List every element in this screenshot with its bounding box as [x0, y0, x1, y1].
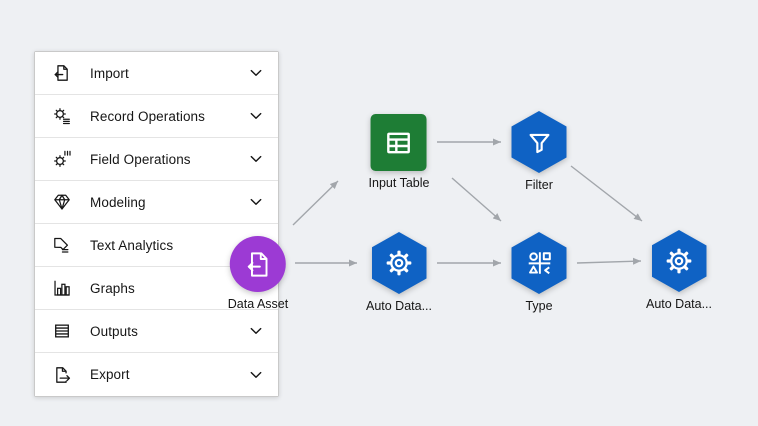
gem-icon: [53, 193, 71, 211]
filter-node-icon: [524, 127, 554, 157]
node-filter[interactable]: Filter: [511, 111, 567, 192]
palette-item-label: Field Operations: [90, 151, 191, 167]
node-data-asset[interactable]: Data Asset: [228, 236, 288, 311]
document-export-icon: [53, 366, 71, 384]
palette-item-import[interactable]: Import: [35, 52, 278, 95]
palette-item-record-operations[interactable]: Record Operations: [35, 95, 278, 138]
node-label: Auto Data...: [365, 299, 433, 313]
node-type[interactable]: Type: [511, 232, 567, 313]
edge-data-asset-to-input-table: [292, 180, 339, 226]
node-label: Type: [525, 299, 553, 313]
chevron-down-icon[interactable]: [250, 327, 262, 335]
palette-item-outputs[interactable]: Outputs: [35, 310, 278, 353]
node-label: Data Asset: [227, 297, 289, 311]
palette-item-label: Record Operations: [90, 108, 206, 124]
edge-filter-to-auto-data-prep-2: [570, 165, 643, 222]
type-node-icon: [524, 248, 554, 278]
gear-record-icon: [53, 107, 71, 125]
chevron-down-icon[interactable]: [250, 69, 262, 77]
chevron-down-icon[interactable]: [250, 155, 262, 163]
palette-item-label: Import: [90, 65, 129, 81]
table-node-icon: [383, 127, 415, 159]
palette-item-modeling[interactable]: Modeling: [35, 181, 278, 224]
node-auto-data-prep-2[interactable]: Auto Data...: [646, 230, 712, 311]
palette-item-label: Outputs: [90, 323, 138, 339]
gear-field-icon: [53, 150, 71, 168]
gear-node-icon: [664, 246, 694, 276]
palette-item-label: Export: [90, 367, 130, 382]
chevron-down-icon[interactable]: [250, 198, 262, 206]
node-label: Auto Data...: [645, 297, 713, 311]
edge-type-to-auto-data-prep-2: [576, 257, 642, 265]
node-auto-data-prep-1[interactable]: Auto Data...: [366, 232, 432, 313]
chevron-down-icon[interactable]: [250, 112, 262, 120]
bar-chart-icon: [53, 279, 71, 297]
palette-item-label: Text Analytics: [90, 237, 174, 253]
node-label: Filter: [525, 178, 553, 192]
document-import-node-icon: [242, 249, 273, 280]
outputs-icon: [53, 322, 71, 340]
palette-item-export[interactable]: Export: [35, 353, 278, 396]
edge-input-table-to-type: [451, 177, 502, 222]
document-import-icon: [53, 64, 71, 82]
gear-node-icon: [384, 248, 414, 278]
node-label: Input Table: [368, 176, 430, 190]
palette-item-label: Graphs: [90, 280, 135, 296]
node-palette: Import Record Operations Field Operation…: [34, 51, 279, 397]
tag-icon: [53, 236, 71, 254]
palette-item-field-operations[interactable]: Field Operations: [35, 138, 278, 181]
node-input-table[interactable]: Input Table: [368, 114, 430, 190]
chevron-down-icon[interactable]: [250, 371, 262, 379]
palette-item-label: Modeling: [90, 194, 146, 210]
